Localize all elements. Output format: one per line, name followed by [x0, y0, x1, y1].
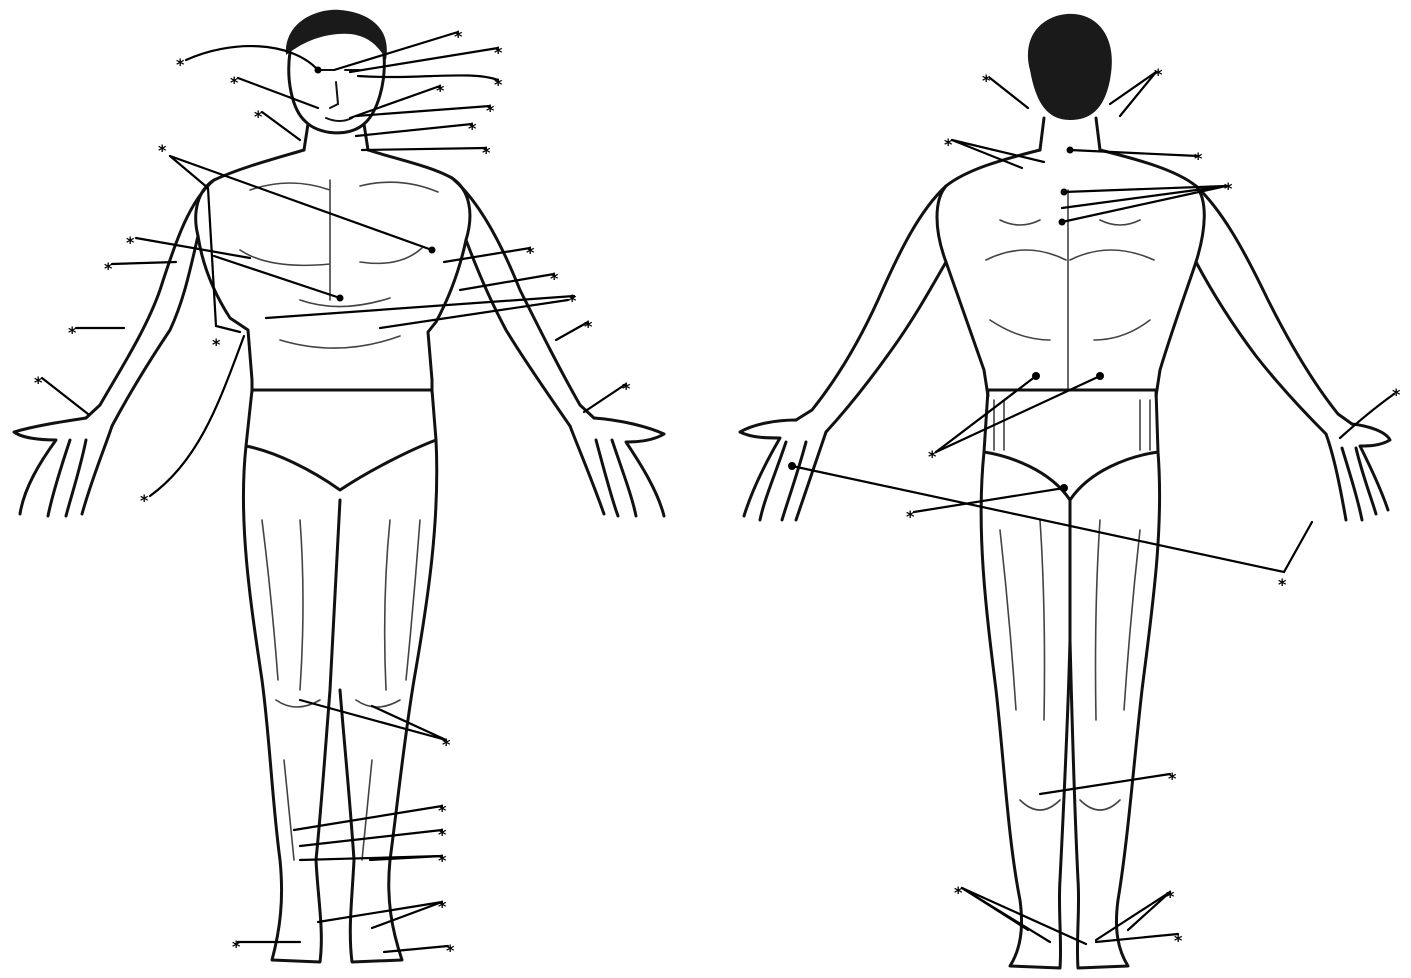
front-marker-star: *: [526, 243, 535, 262]
front-marker-star: *: [494, 43, 503, 62]
front-marker-star: *: [438, 851, 447, 870]
front-marker-star: *: [68, 323, 77, 342]
front-marker-star: *: [622, 379, 631, 398]
back-left-arm: [796, 186, 946, 432]
front-marker-star: *: [140, 491, 149, 510]
front-marker-star: *: [550, 269, 559, 288]
front-marker-star: *: [442, 735, 451, 754]
front-marker-star: *: [568, 291, 577, 310]
front-marker-star: *: [486, 101, 495, 120]
front-marker-star: *: [254, 107, 263, 126]
front-marker-star: *: [438, 801, 447, 820]
front-marker-star: *: [468, 119, 477, 138]
front-marker-star: *: [446, 941, 455, 960]
front-hair: [286, 10, 387, 60]
back-marker-star: *: [1194, 149, 1203, 168]
back-marker-star: *: [944, 135, 953, 154]
front-marker-star: *: [34, 373, 43, 392]
front-marker-star: *: [494, 75, 503, 94]
front-marker-star: *: [212, 335, 221, 354]
back-marker-star: *: [1224, 179, 1233, 198]
front-left-leg: [243, 446, 340, 962]
front-marker-star: *: [438, 897, 447, 916]
front-marker-star: *: [230, 73, 239, 92]
back-torso: [937, 150, 1204, 396]
front-marker-star: *: [232, 937, 241, 956]
back-marker-star: *: [1392, 385, 1401, 404]
front-marker-star: *: [126, 233, 135, 252]
back-marker-star: *: [1278, 575, 1287, 594]
back-shorts: [984, 390, 1158, 500]
front-shorts: [246, 390, 436, 490]
back-right-hand: [1326, 424, 1390, 520]
back-hair: [1028, 14, 1112, 120]
front-marker-star: *: [482, 143, 491, 162]
front-body-figure: [14, 10, 664, 962]
front-marker-stars: * * * * * * * * * * * * * * * * * * * * * * * * * * * * *: [34, 27, 631, 960]
front-leader-lines: [42, 32, 626, 952]
front-marker-star: *: [158, 141, 167, 160]
back-marker-star: *: [1154, 65, 1163, 84]
front-marker-star: *: [436, 81, 445, 100]
back-marker-star: *: [1174, 931, 1183, 950]
front-marker-star: *: [454, 27, 463, 46]
back-left-leg: [981, 452, 1070, 968]
front-left-hand: [14, 418, 112, 516]
back-marker-star: *: [1168, 769, 1177, 788]
back-marker-star: *: [954, 883, 963, 902]
front-right-leg: [340, 440, 437, 962]
front-right-hand: [570, 418, 664, 516]
back-right-arm: [1196, 186, 1352, 434]
front-marker-star: *: [104, 259, 113, 278]
back-neck: [1040, 118, 1100, 150]
back-marker-star: *: [982, 71, 991, 90]
back-leader-lines: [792, 72, 1394, 944]
front-marker-star: *: [176, 55, 185, 74]
back-marker-star: *: [906, 507, 915, 526]
back-marker-star: *: [928, 447, 937, 466]
front-marker-star: *: [438, 825, 447, 844]
back-marker-star: *: [1166, 887, 1175, 906]
front-marker-star: *: [584, 317, 593, 336]
